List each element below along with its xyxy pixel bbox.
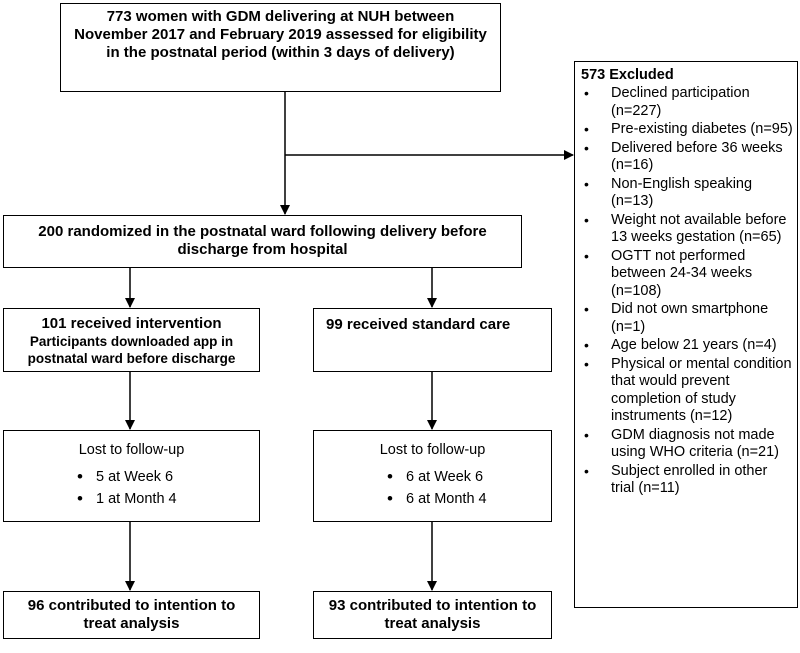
excluded-box: 573 Excluded Declined participation (n=2… [574, 61, 798, 608]
standard-care-box: 99 received standard care [313, 308, 552, 372]
lost-followup-standard-box: Lost to follow-up 6 at Week 6 6 at Month… [313, 430, 552, 522]
excluded-list: Declined participation (n=227) Pre-exist… [581, 85, 793, 498]
itt-standard-text: 93 contributed to intention to treat ana… [328, 597, 537, 632]
excluded-item: Did not own smartphone (n=1) [581, 301, 793, 336]
randomized-text: 200 randomized in the postnatal ward fol… [38, 223, 487, 258]
assessed-eligibility-text: 773 women with GDM delivering at NUH bet… [74, 8, 487, 61]
lost-followup-title: Lost to follow-up [78, 442, 185, 458]
excluded-item: Declined participation (n=227) [581, 85, 793, 120]
excluded-item: GDM diagnosis not made using WHO criteri… [581, 427, 793, 462]
excluded-item: Physical or mental condition that would … [581, 356, 793, 426]
excluded-title: 573 Excluded [581, 67, 674, 83]
lost-followup-list: 6 at Week 6 6 at Month 4 [314, 466, 551, 510]
excluded-item: Age below 21 years (n=4) [581, 337, 793, 355]
itt-intervention-box: 96 contributed to intention to treat ana… [3, 591, 260, 639]
itt-standard-box: 93 contributed to intention to treat ana… [313, 591, 552, 639]
intervention-box: 101 received intervention Participants d… [3, 308, 260, 372]
excluded-item: OGTT not performed between 24-34 weeks (… [581, 248, 793, 301]
intervention-subtitle: Participants downloaded app in postnatal… [27, 334, 236, 366]
randomized-box: 200 randomized in the postnatal ward fol… [3, 215, 522, 268]
lost-followup-item: 6 at Month 4 [314, 488, 551, 510]
lost-followup-intervention-box: Lost to follow-up 5 at Week 6 1 at Month… [3, 430, 260, 522]
excluded-item: Subject enrolled in other trial (n=11) [581, 463, 793, 498]
excluded-item: Delivered before 36 weeks (n=16) [581, 140, 793, 175]
excluded-item: Pre-existing diabetes (n=95) [581, 121, 793, 139]
assessed-eligibility-box: 773 women with GDM delivering at NUH bet… [60, 3, 501, 92]
itt-intervention-text: 96 contributed to intention to treat ana… [27, 597, 236, 632]
lost-followup-list: 5 at Week 6 1 at Month 4 [4, 466, 259, 510]
lost-followup-item: 1 at Month 4 [4, 488, 259, 510]
lost-followup-title: Lost to follow-up [379, 442, 486, 458]
excluded-item: Weight not available before 13 weeks ges… [581, 212, 793, 247]
intervention-title: 101 received intervention [41, 315, 222, 332]
lost-followup-item: 6 at Week 6 [314, 466, 551, 488]
excluded-item: Non-English speaking (n=13) [581, 176, 793, 211]
standard-care-title: 99 received standard care [326, 316, 511, 333]
lost-followup-item: 5 at Week 6 [4, 466, 259, 488]
